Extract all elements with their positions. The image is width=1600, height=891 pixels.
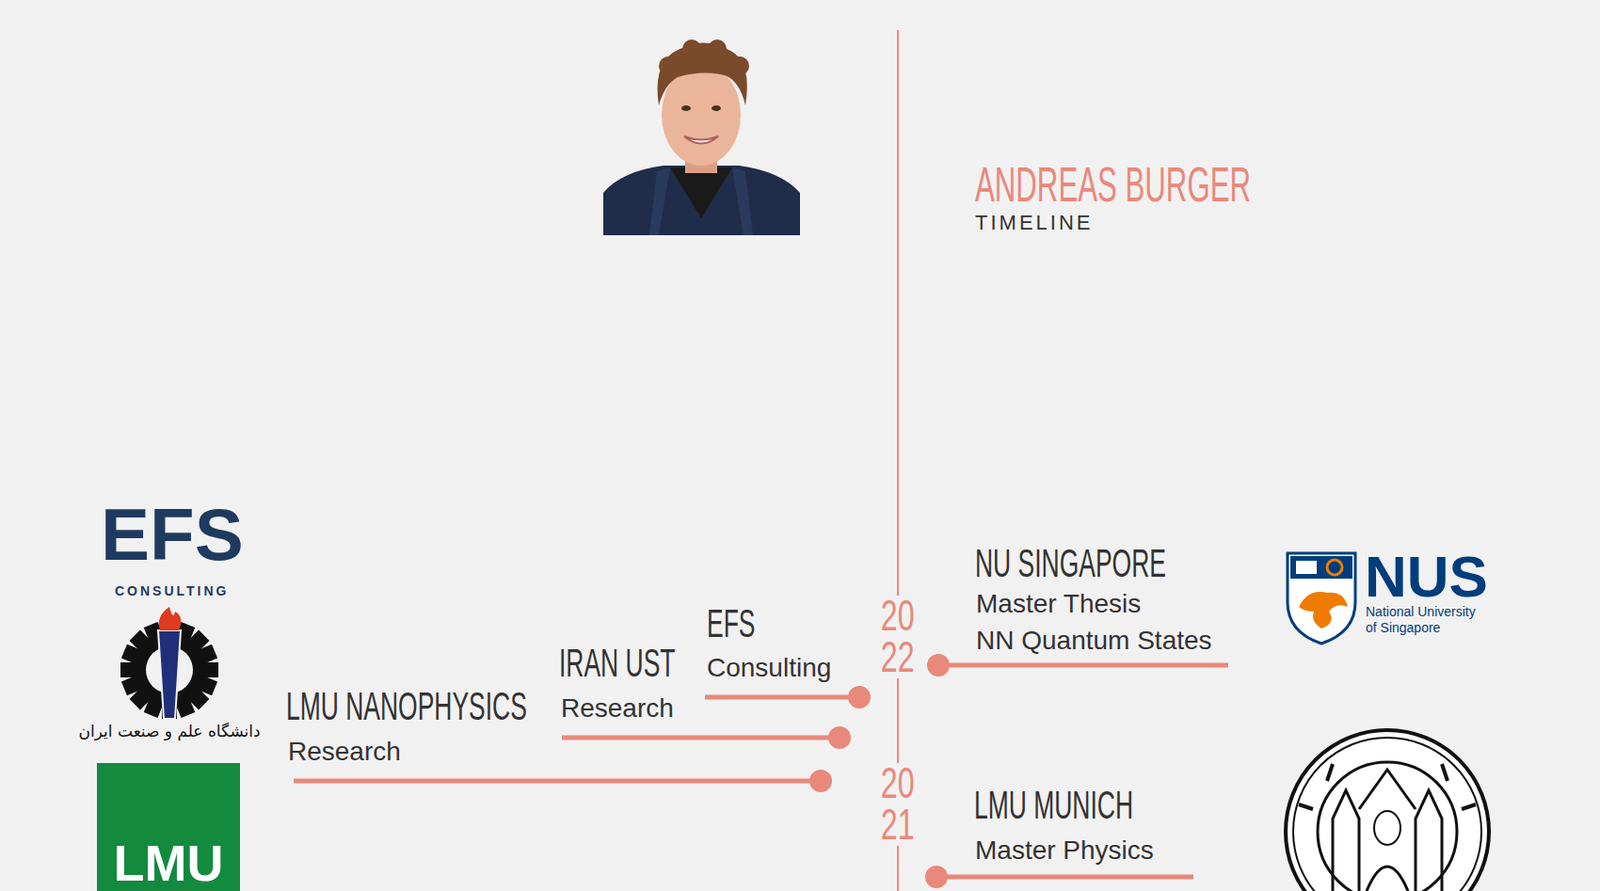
- logo-text: NUS: [1364, 543, 1488, 610]
- entry-heading: LMU NANOPHYSICS: [286, 684, 528, 730]
- portrait-photo: [603, 39, 800, 236]
- entry-detail: Master Physics: [975, 835, 1154, 866]
- entry-heading: LMU MUNICH: [974, 783, 1134, 829]
- entry-detail: NN Quantum States: [976, 625, 1213, 656]
- year-label: 22: [878, 637, 917, 679]
- subtitle: TIMELINE: [975, 210, 1093, 235]
- logo-text: EFS: [100, 493, 244, 578]
- year-label: 20: [878, 763, 917, 805]
- entry-detail: Master Thesis: [976, 589, 1141, 620]
- iust-emblem: [120, 607, 219, 720]
- entry-detail: Research: [560, 693, 674, 724]
- logo-text: LMU: [113, 833, 224, 891]
- entry-heading: EFS: [706, 601, 755, 647]
- entry-detail: Consulting: [706, 653, 832, 684]
- entry-detail: Research: [288, 736, 401, 768]
- title: ANDREAS BURGER: [975, 157, 1251, 214]
- entry-heading: NU SINGAPORE: [975, 541, 1167, 587]
- logo-text: National University of Singapore: [1365, 604, 1484, 637]
- logo-text: دانشگاه علم و صنعت ایران: [79, 722, 261, 742]
- nus-shield: [1287, 553, 1356, 644]
- logo-text: CONSULTING: [114, 583, 230, 599]
- year-label: 20: [878, 595, 917, 638]
- year-label: 21: [878, 804, 917, 847]
- entry-heading: IRAN UST: [559, 640, 675, 687]
- lmu-seal: [1285, 730, 1489, 891]
